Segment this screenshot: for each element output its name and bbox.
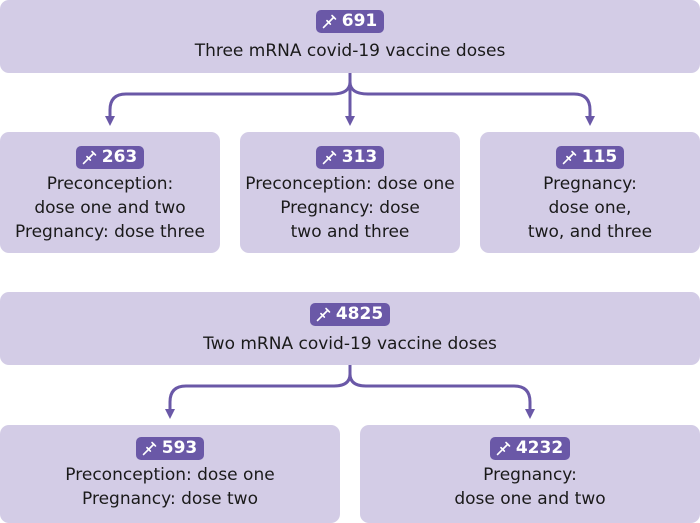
count-badge: 593 bbox=[135, 437, 205, 460]
box-line: Preconception: dose one bbox=[65, 465, 275, 485]
connector-top-right bbox=[348, 81, 595, 126]
syringe-icon bbox=[322, 14, 337, 29]
box-line: Pregnancy: bbox=[483, 465, 577, 485]
bottom-child-box-2: 4232 Pregnancy: dose one and two bbox=[360, 425, 700, 523]
count-value: 4232 bbox=[515, 438, 564, 458]
syringe-icon bbox=[316, 307, 331, 322]
count-value: 115 bbox=[581, 147, 618, 167]
top-child-box-1: 263 Preconception: dose one and two Preg… bbox=[0, 132, 220, 253]
count-badge: 4825 bbox=[309, 303, 391, 326]
three-dose-box: 691 Three mRNA covid-19 vaccine doses bbox=[0, 0, 700, 73]
box-line: Preconception: dose one bbox=[245, 174, 455, 194]
bottom-child-box-1: 593 Preconception: dose one Pregnancy: d… bbox=[0, 425, 340, 523]
connector-top-left bbox=[105, 81, 352, 126]
box-line: two and three bbox=[290, 222, 410, 242]
box-label: Two mRNA covid-19 vaccine doses bbox=[203, 334, 497, 354]
box-line: dose one and two bbox=[454, 489, 606, 509]
syringe-icon bbox=[82, 150, 97, 165]
count-badge: 263 bbox=[75, 146, 145, 169]
box-line: Pregnancy: dose bbox=[280, 198, 420, 218]
count-badge: 4232 bbox=[489, 437, 571, 460]
count-badge: 115 bbox=[555, 146, 625, 169]
box-line: Pregnancy: dose two bbox=[82, 489, 258, 509]
connector-bottom-left bbox=[165, 373, 352, 419]
box-line: Preconception: bbox=[46, 174, 174, 194]
syringe-icon bbox=[322, 150, 337, 165]
top-child-box-2: 313 Preconception: dose one Pregnancy: d… bbox=[240, 132, 460, 253]
box-line: Pregnancy: bbox=[543, 174, 637, 194]
box-line: Pregnancy: dose three bbox=[15, 222, 205, 242]
syringe-icon bbox=[562, 150, 577, 165]
top-child-box-3: 115 Pregnancy: dose one, two, and three bbox=[480, 132, 700, 253]
box-label: Three mRNA covid-19 vaccine doses bbox=[194, 41, 506, 61]
count-value: 263 bbox=[101, 147, 138, 167]
syringe-icon bbox=[142, 441, 157, 456]
count-badge: 313 bbox=[315, 146, 385, 169]
count-value: 4825 bbox=[335, 304, 384, 324]
box-line: dose one, bbox=[548, 198, 632, 218]
syringe-icon bbox=[496, 441, 511, 456]
count-value: 593 bbox=[161, 438, 198, 458]
box-line: two, and three bbox=[527, 222, 653, 242]
count-value: 691 bbox=[341, 11, 378, 31]
two-dose-box: 4825 Two mRNA covid-19 vaccine doses bbox=[0, 292, 700, 365]
count-badge: 691 bbox=[315, 10, 385, 33]
connector-bottom-right bbox=[348, 373, 535, 419]
count-value: 313 bbox=[341, 147, 378, 167]
box-line: dose one and two bbox=[34, 198, 186, 218]
